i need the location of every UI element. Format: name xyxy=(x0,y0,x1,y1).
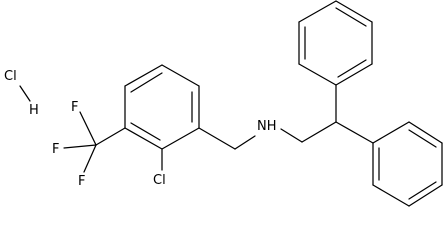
ring-a-bond xyxy=(124,127,163,150)
cf-bond-lower xyxy=(83,144,97,173)
structural-formula: Cl H F F F Cl NH xyxy=(4,0,443,207)
ring-chlorine: Cl xyxy=(153,148,166,188)
cf3-ring-bond xyxy=(95,127,126,146)
ring-c-bond xyxy=(408,184,443,207)
ring-chlorine-label: Cl xyxy=(153,173,166,188)
ring-b-bond xyxy=(335,63,373,86)
hcl-hydrogen-label: H xyxy=(29,103,39,118)
hydrogen-chloride: Cl H xyxy=(4,69,39,118)
amine-nh-label: NH xyxy=(257,119,277,134)
ring-c-bond xyxy=(372,121,410,144)
ring-a-bond xyxy=(124,64,163,87)
ring-c-double-bond xyxy=(408,129,437,148)
hcl-bond xyxy=(19,85,31,102)
fluorine-label-left: F xyxy=(52,142,59,157)
benzyl-ring xyxy=(124,64,200,150)
ring-b-bond xyxy=(298,0,337,23)
ring-a-bond xyxy=(161,64,200,87)
amine-linker: NH xyxy=(198,119,337,150)
phenyl-ring-upper xyxy=(298,0,373,123)
ring-a-double-bond xyxy=(130,122,161,141)
ring-b-bond xyxy=(335,0,373,23)
ch2-n-bond xyxy=(234,135,256,150)
ring-b-double-bond xyxy=(337,59,367,78)
ring-c-bond xyxy=(372,184,410,207)
ring-a-bond xyxy=(161,127,200,150)
fluorine-label-upper: F xyxy=(71,100,78,115)
cf-bond-upper xyxy=(79,111,97,146)
fluorine-label-lower: F xyxy=(78,174,85,189)
n-ch2-bond xyxy=(280,128,303,143)
ring-b-double-bond xyxy=(335,7,367,27)
benzyl-ch2-bond xyxy=(198,127,236,150)
ring-c-bond xyxy=(408,121,443,144)
hcl-chlorine-label: Cl xyxy=(4,69,17,84)
cf-bond-left xyxy=(63,144,97,149)
ch2-ch-bond xyxy=(301,121,337,143)
trifluoromethyl-group: F F F xyxy=(52,100,126,189)
ring-a-double-bond xyxy=(130,72,163,93)
phenyl-ring-lower xyxy=(335,121,443,207)
ring-b-bond xyxy=(298,63,337,86)
ch-phenyl-lower-bond xyxy=(335,121,374,144)
ring-c-double-bond xyxy=(408,181,437,200)
